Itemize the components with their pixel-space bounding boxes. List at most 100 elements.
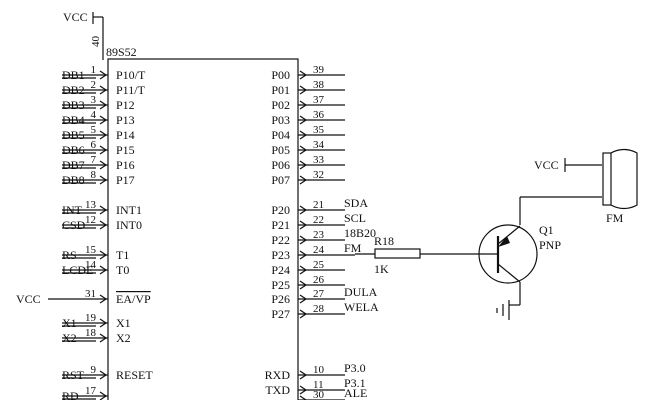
- transistor-type: PNP: [539, 238, 561, 252]
- chip-name: 89S52: [106, 45, 137, 59]
- vcc-label-buzzer: VCC: [534, 158, 559, 172]
- left-pin-label: P14: [116, 128, 135, 142]
- right-pin-P25: P25 26: [271, 274, 345, 292]
- left-pin-net: RST: [62, 368, 85, 382]
- left-pin-number: 8: [91, 169, 97, 181]
- right-pin-P03: P03 36: [271, 109, 345, 127]
- left-pin-P14: DB5 5 P14: [62, 124, 135, 142]
- right-pin-number: 37: [313, 94, 325, 106]
- left-pin-label: INT0: [116, 218, 142, 232]
- right-pin-label: P01: [271, 83, 290, 97]
- right-pin-label: P06: [271, 158, 290, 172]
- left-pin-label: P16: [116, 158, 135, 172]
- right-pin-label: P22: [271, 233, 290, 247]
- left-pin-net: X1: [62, 316, 77, 330]
- left-pin-label: EA/VP: [116, 292, 151, 306]
- right-pin-number: 34: [313, 139, 325, 151]
- right-pin-number: 22: [313, 214, 324, 226]
- left-pin-net: DB8: [62, 173, 85, 187]
- left-pin-net: X2: [62, 331, 77, 345]
- left-pin-net: CSD: [62, 218, 86, 232]
- right-pin-number: 35: [313, 124, 325, 136]
- right-pin-net: ALE: [344, 386, 367, 400]
- right-pin-number: 11: [313, 379, 324, 391]
- resistor-ref: R18: [374, 234, 394, 248]
- left-pin-number: 17: [85, 385, 97, 397]
- left-pin-number: 2: [91, 79, 97, 91]
- right-pin-number: 36: [313, 109, 325, 121]
- left-pin-label: X2: [116, 331, 131, 345]
- resistor-r18: [374, 248, 421, 259]
- left-pin-label: P15: [116, 143, 135, 157]
- right-pin-number: 21: [313, 199, 324, 211]
- right-pin-number: 33: [313, 154, 325, 166]
- transistor-ref: Q1: [539, 223, 554, 237]
- right-pin-label: P04: [271, 128, 290, 142]
- left-pin-RESET: RST 9 RESET: [62, 364, 153, 382]
- right-pin-number: 32: [313, 169, 324, 181]
- left-pin-net: DB1: [62, 68, 85, 82]
- right-pin-net: FM: [344, 241, 362, 255]
- right-pin-label: P24: [271, 263, 290, 277]
- left-pin-number: 15: [85, 244, 97, 256]
- left-pin-net: DB5: [62, 128, 85, 142]
- right-pin-number: 26: [313, 274, 325, 286]
- right-pin-number: 10: [313, 364, 325, 376]
- left-pin-net: DB3: [62, 98, 85, 112]
- left-pin-number: 12: [85, 214, 96, 226]
- right-pin-label: P20: [271, 203, 290, 217]
- right-pin-number: 25: [313, 259, 325, 271]
- right-pin-label: P25: [271, 278, 290, 292]
- right-pin-label: P00: [271, 68, 290, 82]
- left-pin-net: DB6: [62, 143, 85, 157]
- left-pin-number: 14: [85, 259, 97, 271]
- left-pin-label: P17: [116, 173, 135, 187]
- buzzer-dome: [610, 148, 638, 210]
- right-pin-TXD: TXD 11 P3.1: [265, 376, 365, 397]
- right-pin-number: 39: [313, 64, 325, 76]
- buzzer-body: [602, 152, 612, 206]
- left-pin-number: 1: [91, 64, 97, 76]
- right-pin-P01: P01 38: [271, 79, 345, 97]
- chip-body: [107, 58, 299, 400]
- right-pin-label: P03: [271, 113, 290, 127]
- right-pin-label: TXD: [265, 383, 290, 397]
- left-pin-number: 6: [91, 139, 97, 151]
- left-pin-number: 18: [85, 327, 97, 339]
- left-pin-number: 7: [91, 154, 97, 166]
- left-pin-P17: DB8 8 P17: [62, 169, 135, 187]
- left-pin-net: LCDE: [62, 263, 93, 277]
- right-pin-net: P3.1: [344, 376, 366, 390]
- right-pin-label: P23: [271, 248, 290, 262]
- left-pin-net: DB2: [62, 83, 85, 97]
- left-pin-net: VCC: [16, 292, 41, 306]
- left-pin-number: 9: [91, 364, 97, 376]
- right-pin-net: WELA: [344, 300, 379, 314]
- right-pin-net: P3.0: [344, 361, 366, 375]
- left-pin-number: 19: [85, 312, 97, 324]
- left-pin-net: RD: [62, 389, 79, 400]
- left-pin-number: 5: [91, 124, 97, 136]
- right-pin-number: 28: [313, 303, 325, 315]
- static-wiring: [92, 12, 638, 400]
- right-pin-number: 23: [313, 229, 325, 241]
- right-pin-P06: P06 33: [271, 154, 345, 172]
- right-pin-net: DULA: [344, 285, 378, 299]
- right-pin-number: 38: [313, 79, 325, 91]
- left-pin-label: RESET: [116, 368, 153, 382]
